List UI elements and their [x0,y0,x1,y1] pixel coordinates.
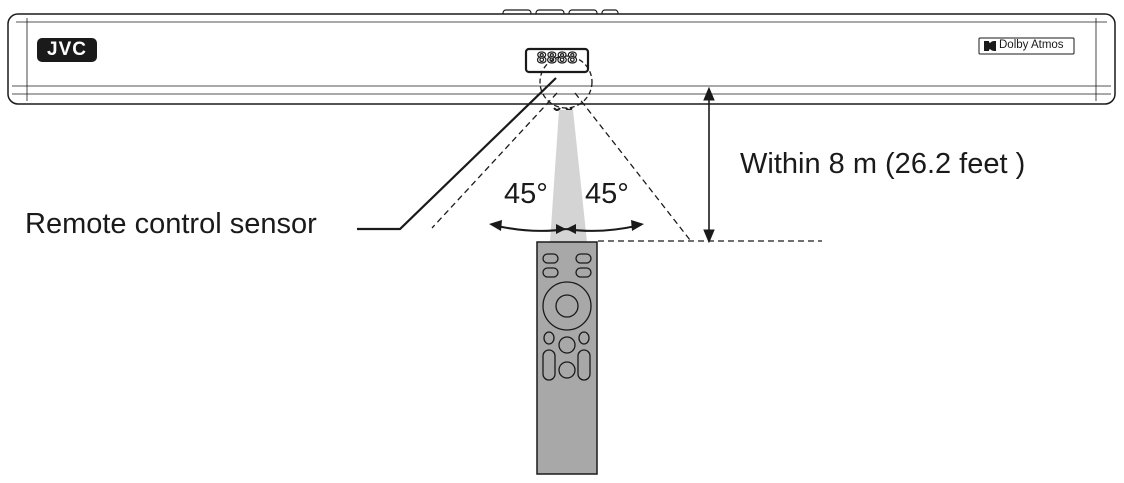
remote-button-small-right [578,331,590,345]
remote-button-lower [558,361,576,379]
angle-right-label: 45° [585,178,629,210]
sensor-leader-line [357,77,557,231]
remote-button-second-right [575,267,592,278]
remote-button-top-left [542,253,559,264]
remote-volume-rocker [542,349,556,381]
angle-left-label: 45° [504,178,548,210]
display-window [524,47,590,74]
angle-arrowheads [489,220,644,234]
remote-channel-rocker [577,349,591,381]
dolby-icon [984,41,996,51]
remote-control [536,241,598,475]
sensor-label: Remote control sensor [25,208,317,240]
distance-label: Within 8 m (26.2 feet ) [740,148,1026,180]
jvc-logo-plate [37,38,97,62]
display-digits: 8888 [536,50,578,69]
distance-arrow [703,86,715,244]
remote-button-second-left [542,267,559,278]
dolby-atmos-badge: Dolby Atmos [999,39,1064,51]
remote-button-top-right [575,253,592,264]
ir-beam [550,110,587,242]
angle-limit-right [574,92,691,241]
remote-button-small-left [543,331,555,345]
angle-limit-left [431,92,558,229]
remote-dpad-center [555,294,579,318]
dolby-badge-frame [978,37,1075,55]
remote-button-mid [558,336,576,354]
jvc-logo: JVC [47,39,87,60]
